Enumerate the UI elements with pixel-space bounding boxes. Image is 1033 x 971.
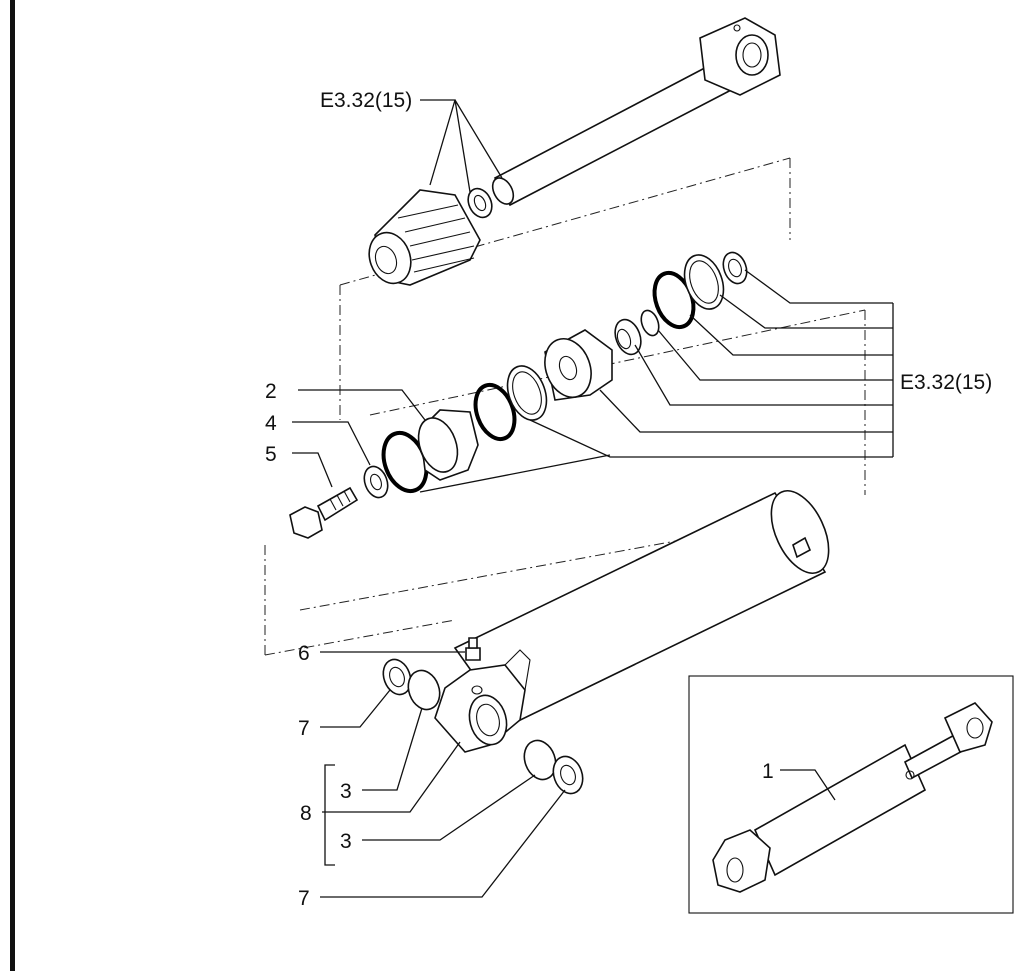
washer [363,465,389,499]
piston-rod [491,17,781,207]
callout-ref-top: E3.32(15) [320,89,412,112]
callout-item-3-lower: 3 [340,830,352,853]
o-ring-2 [473,382,517,442]
callout-item-4: 4 [265,412,277,435]
page-border-left [10,0,15,971]
cylinder-head [368,187,493,286]
leader-lines [292,99,894,898]
callout-item-1: 1 [762,760,774,783]
callout-item-6: 6 [298,642,310,665]
callout-labels: E3.32(15) E3.32(15) 2 4 5 6 7 3 8 3 7 1 [265,89,992,910]
seal-ring-2 [683,254,725,310]
callout-item-7-upper: 7 [298,717,310,740]
callout-item-8: 8 [300,802,312,825]
bolt [289,486,359,539]
seal-set [363,251,748,499]
eye-bushings [382,658,584,795]
wiper-seal [722,251,748,285]
callout-item-7-lower: 7 [298,887,310,910]
callout-item-3-upper: 3 [340,780,352,803]
small-ring [640,309,660,337]
callout-item-2: 2 [265,380,277,403]
callout-ref-right: E3.32(15) [900,371,992,394]
assembled-cylinder-inset [688,675,1014,914]
spacer [614,318,642,356]
callout-item-5: 5 [265,443,277,466]
seal-ring-1 [506,365,548,421]
cylinder-barrel [434,490,830,753]
grease-nipple [465,637,481,661]
